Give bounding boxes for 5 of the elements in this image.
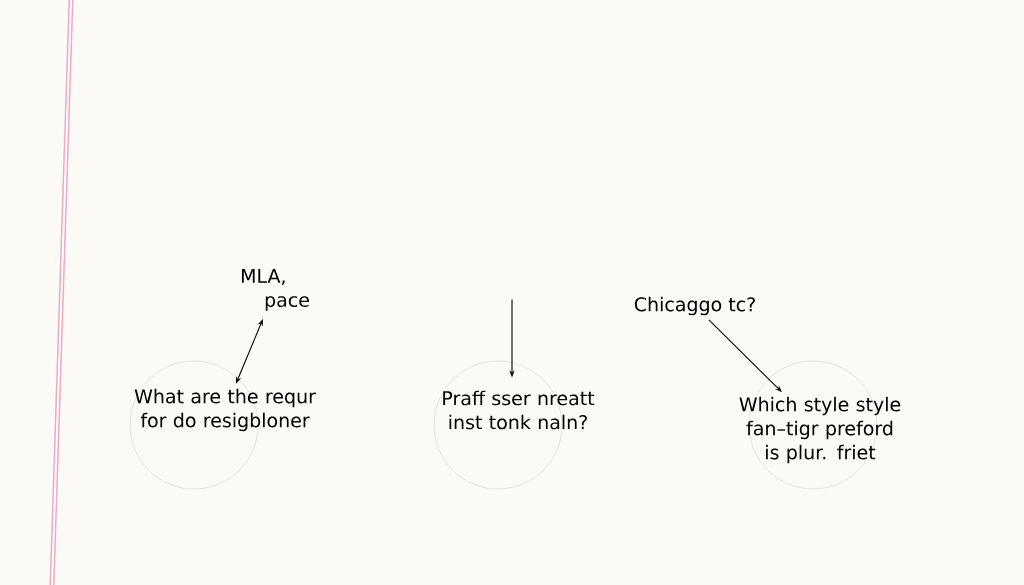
text-label: MLA, pace [241,268,309,311]
circle-node: Which style style fan–tigr preford is plur. friet [739,360,901,490]
circle-node: What are the requr for do resigbloner [129,360,316,490]
circle-node: Praff sser nreatt inst tonk naln? [433,360,595,490]
text-label: Chicaggo tc? [634,296,755,316]
